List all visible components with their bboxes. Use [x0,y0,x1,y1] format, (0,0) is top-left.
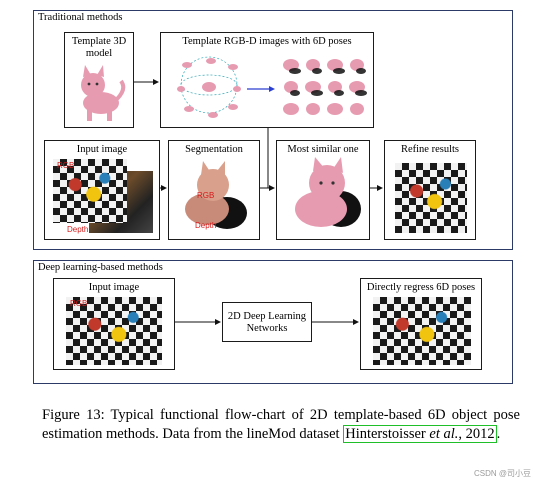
input-image-label: Input image [76,144,128,155]
refine-results-box: Refine results [384,140,476,240]
watermark: CSDN @司小豆 [473,469,531,478]
template-3d-model-label: Template 3D model [71,36,127,59]
deep-regress-box: Directly regress 6D poses [360,278,482,370]
citation-link[interactable]: Hinterstoisser et al., 2012 [343,425,497,443]
deep-learning-title: Deep learning-based methods [38,262,163,273]
deep-regress-label: Directly regress 6D poses [366,282,476,293]
most-similar-box: Most similar one [276,140,370,240]
input-image-box: Input image RGB Depth [44,140,160,240]
template-rgbd-box: Template RGB-D images with 6D poses [160,32,374,128]
most-similar-cat-image [295,157,361,227]
refine-results-image [395,163,467,233]
template-3d-model-box: Template 3D model [64,32,134,128]
deep-input-image-box: Input image RGB [53,278,175,370]
figure-caption: Figure 13: Typical functional flow-chart… [42,406,520,444]
most-similar-label: Most similar one [287,144,359,155]
deep-input-image-label: Input image [88,282,140,293]
rgb-scene-image [53,159,127,223]
segmented-cat-image [185,161,247,229]
depth-label: Depth [67,225,89,234]
deep-rgb-label: RGB [70,299,88,308]
template-views-image [177,56,367,118]
deep-input-scene-image [66,297,162,365]
deep-network-box: 2D Deep Learning Networks [222,302,312,342]
rgb-label: RGB [57,161,75,170]
citation-etal[interactable]: et al. [429,426,459,442]
citation-author[interactable]: Hinterstoisser [345,426,430,442]
segmentation-rgb-label: RGB [197,191,215,200]
caption-text: Figure 13: Typical functional flow-chart… [42,407,520,442]
refine-results-label: Refine results [400,144,460,155]
deep-network-label: 2D Deep Learning Networks [227,311,307,334]
traditional-methods-title: Traditional methods [38,12,123,23]
segmentation-label: Segmentation [185,144,243,155]
template-rgbd-label: Template RGB-D images with 6D poses [182,36,352,47]
deep-regress-image [373,297,471,365]
citation-year[interactable]: , 2012 [458,426,495,442]
caption-suffix: . [496,426,501,442]
segmentation-box: Segmentation RGB Depth [168,140,260,240]
segmentation-depth-label: Depth [195,221,217,230]
pink-cat-model-image [81,65,126,121]
